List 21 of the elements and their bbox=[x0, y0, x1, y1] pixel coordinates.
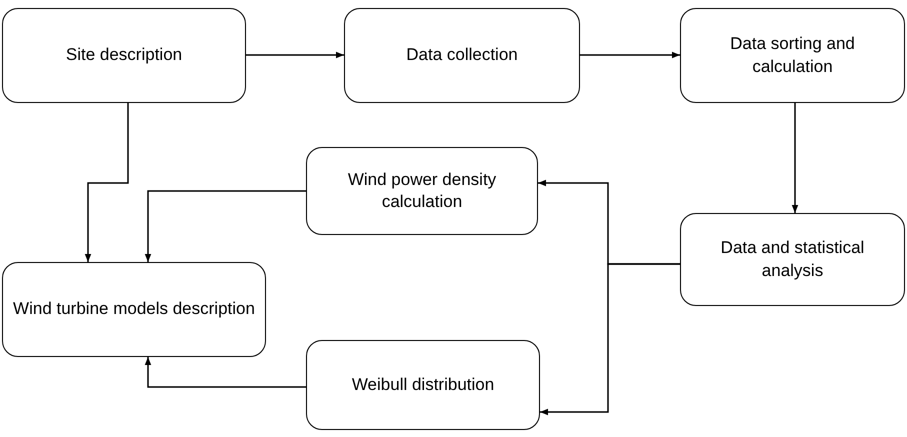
box-label: Wind turbine models description bbox=[13, 298, 255, 320]
arrow bbox=[144, 190, 306, 262]
box-label: Data collection bbox=[406, 44, 518, 66]
arrow bbox=[144, 357, 306, 388]
process-box bbox=[2, 8, 246, 103]
arrow bbox=[246, 52, 344, 58]
process-box bbox=[2, 262, 266, 357]
process-box bbox=[680, 8, 905, 103]
process-box bbox=[680, 213, 905, 306]
arrow bbox=[580, 52, 680, 58]
box-label: Wind power density calculation bbox=[346, 168, 498, 213]
process-box bbox=[306, 147, 538, 235]
box-label: Data sorting and calculation bbox=[729, 33, 856, 78]
arrow bbox=[792, 103, 798, 213]
box-label: Weibull distribution bbox=[352, 374, 494, 396]
box-label: Data and statistical analysis bbox=[720, 237, 866, 282]
process-box bbox=[344, 8, 580, 103]
arrow bbox=[84, 103, 129, 262]
process-box bbox=[306, 340, 540, 430]
box-label: Site description bbox=[66, 44, 182, 66]
arrow bbox=[540, 263, 680, 416]
